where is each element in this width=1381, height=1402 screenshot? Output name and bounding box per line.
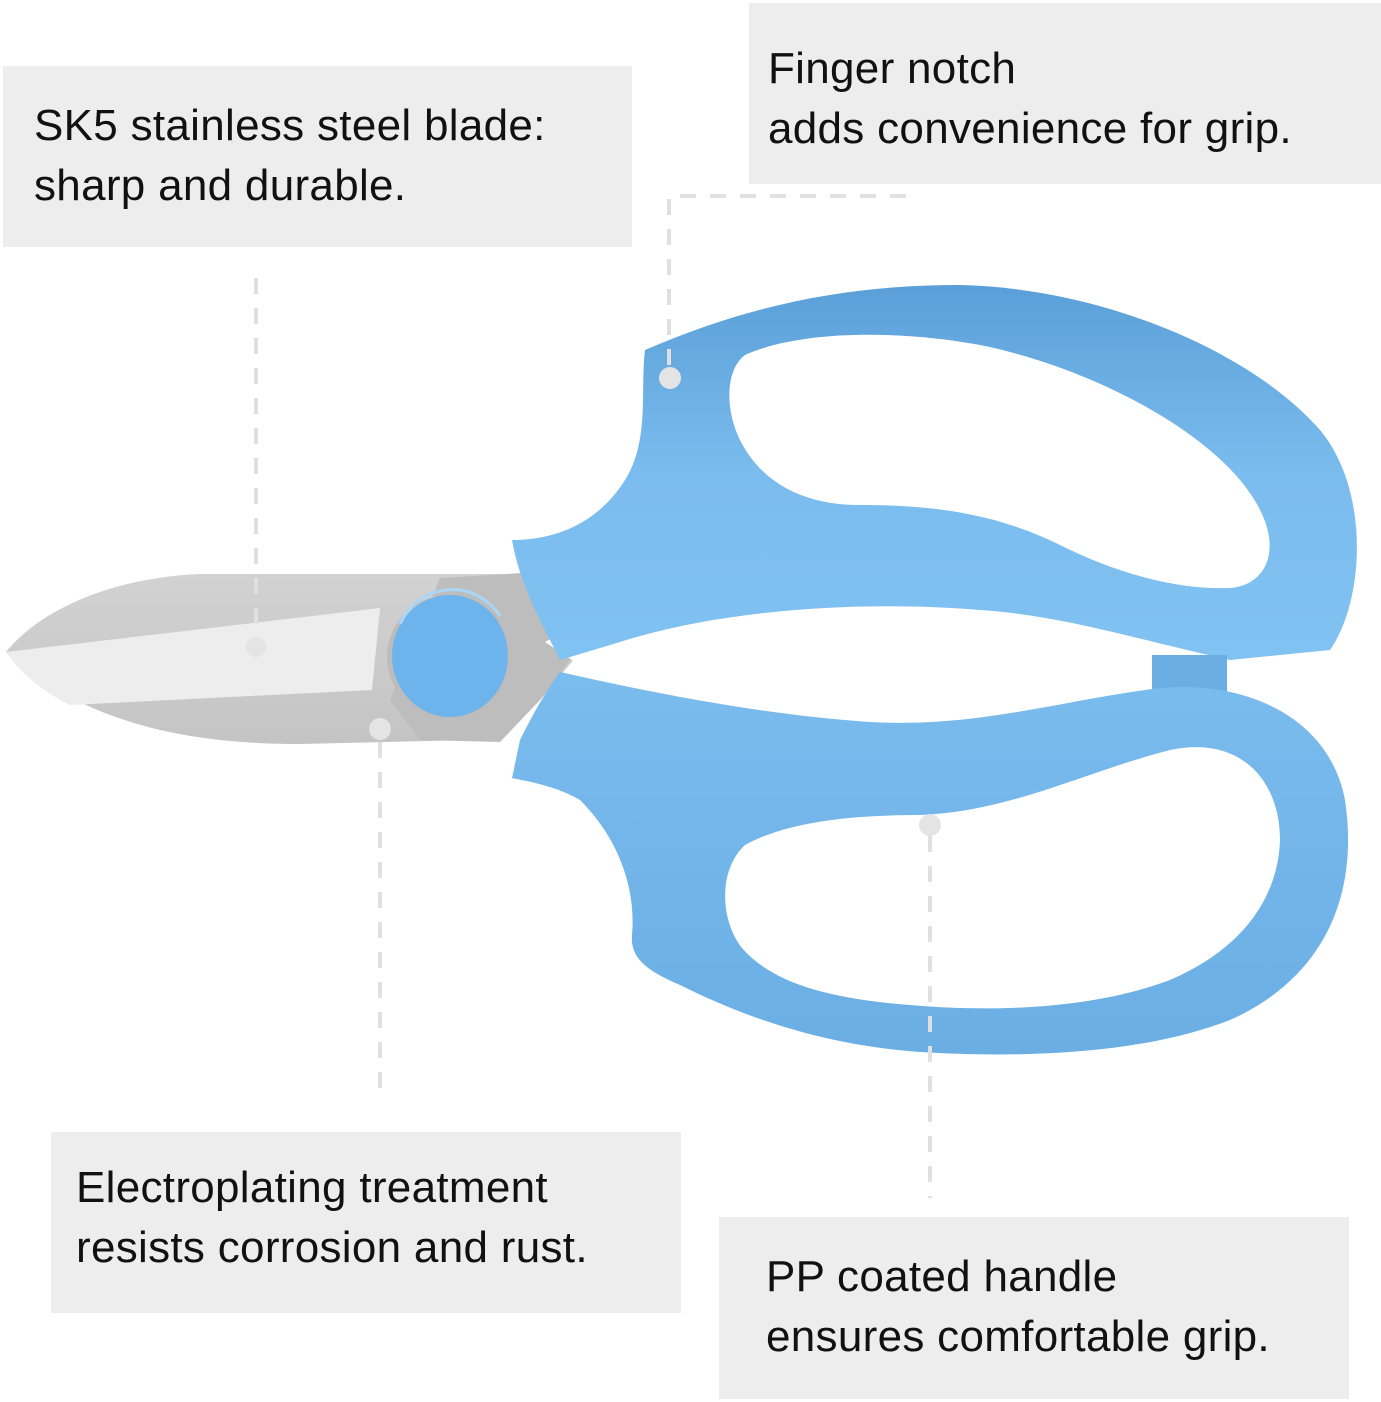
- callout-handle-line-2: ensures comfortable grip.: [766, 1312, 1270, 1361]
- anchor-dots: [246, 367, 941, 836]
- callout-notch-line-2: adds convenience for grip.: [768, 104, 1292, 153]
- callout-handle-line-1: PP coated handle: [766, 1252, 1118, 1301]
- callout-blade: SK5 stainless steel blade: sharp and dur…: [3, 66, 632, 247]
- anchor-dot-plating: [369, 718, 391, 740]
- callout-blade-line-2: sharp and durable.: [34, 161, 407, 210]
- callout-plating-line-2: resists corrosion and rust.: [76, 1223, 588, 1272]
- anchor-dot-notch: [659, 367, 681, 389]
- callout-finger-notch: Finger notch adds convenience for grip.: [749, 3, 1381, 184]
- callout-electroplating: Electroplating treatment resists corrosi…: [51, 1132, 681, 1313]
- lower-handle: [512, 672, 1349, 1055]
- callout-plating-line-1: Electroplating treatment: [76, 1163, 548, 1212]
- callout-pp-handle: PP coated handle ensures comfortable gri…: [719, 1217, 1349, 1399]
- anchor-dot-blade: [246, 637, 266, 657]
- pivot-screw: [387, 588, 511, 719]
- anchor-dot-handle: [919, 814, 941, 836]
- leader-lines: [254, 194, 932, 1198]
- callout-notch-line-1: Finger notch: [768, 44, 1017, 93]
- upper-handle: [512, 285, 1357, 693]
- callout-blade-line-1: SK5 stainless steel blade:: [34, 101, 546, 150]
